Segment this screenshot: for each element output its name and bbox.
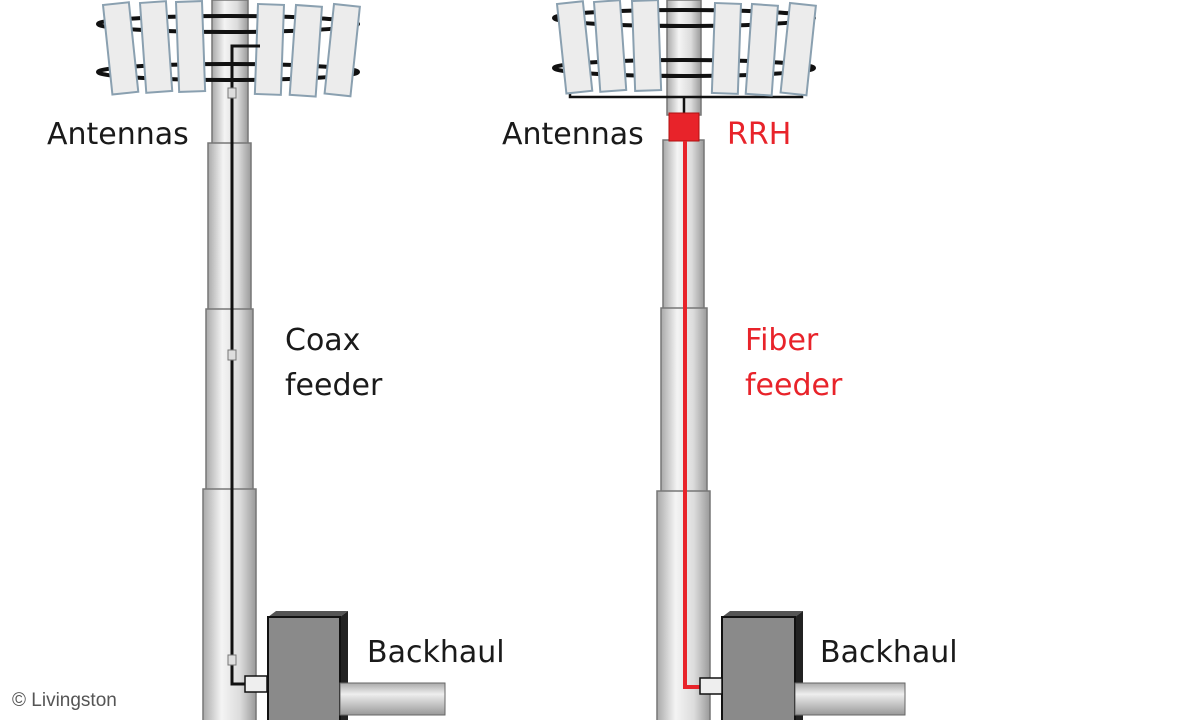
coax-feeder-label-line1: Coax	[285, 323, 360, 358]
equipment-cabinet	[699, 611, 803, 720]
image-credit: © Livingston	[12, 690, 117, 711]
antenna-panel	[710, 1, 742, 95]
backhaul-label: Backhaul	[820, 635, 958, 670]
antenna-panel	[593, 0, 628, 93]
antennas-label: Antennas	[502, 117, 644, 152]
antennas-label: Antennas	[47, 117, 189, 152]
rrh-unit	[668, 112, 700, 142]
fiber-feeder-label-line1: Fiber	[745, 323, 819, 358]
backhaul-pipe	[339, 682, 446, 716]
fiber-feeder-label-line2: feeder	[745, 368, 843, 403]
antenna-panel	[556, 0, 594, 95]
antenna-panel	[288, 4, 323, 98]
antenna-panel	[253, 3, 285, 96]
antenna-panel	[779, 2, 817, 97]
coax-feeder-label-line2: feeder	[285, 368, 383, 403]
cable-clamp	[227, 87, 237, 666]
left-tower: Antennas Coax feeder Backhaul	[47, 0, 505, 720]
backhaul-label: Backhaul	[367, 635, 505, 670]
equipment-cabinet	[244, 611, 348, 720]
antenna-array	[552, 0, 817, 113]
pole	[202, 0, 257, 720]
antenna-panel	[175, 0, 207, 93]
antenna-panel	[139, 0, 174, 94]
right-tower: Antennas RRH Fiber feeder Backhaul	[502, 0, 958, 720]
antenna-array	[96, 0, 361, 98]
antenna-panel	[102, 1, 140, 96]
antenna-panel	[744, 3, 779, 97]
backhaul-pipe	[794, 682, 906, 716]
antenna-panel	[631, 0, 663, 92]
rrh-label: RRH	[727, 117, 791, 152]
